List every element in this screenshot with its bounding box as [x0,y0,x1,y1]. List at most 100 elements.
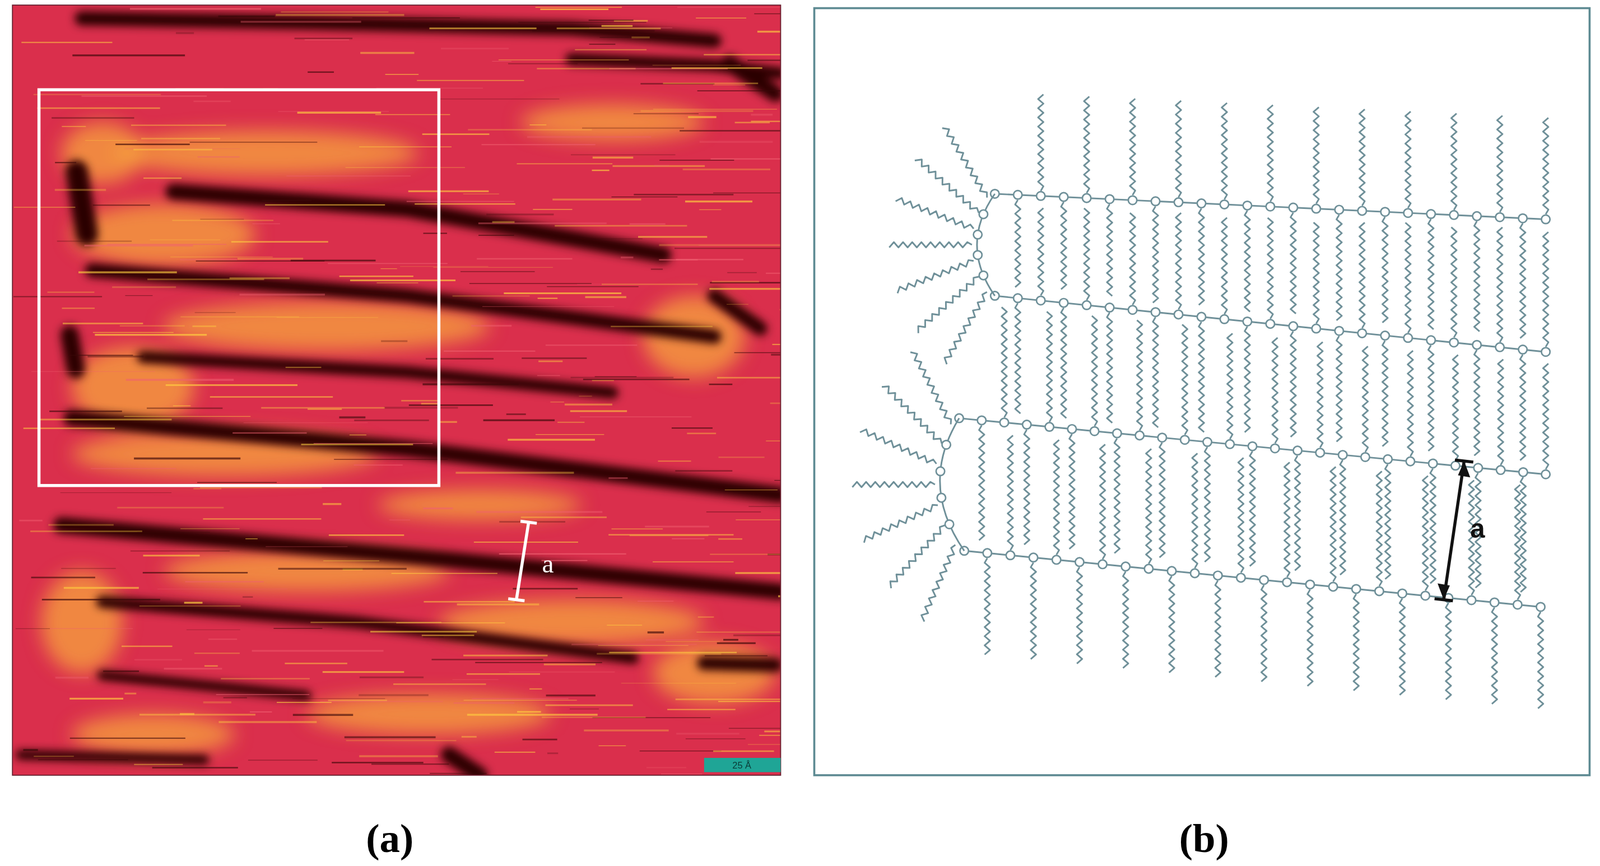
monomer-ring [1513,600,1522,609]
scan-streak [137,531,211,533]
scan-streak [652,561,734,563]
scan-streak [588,19,634,21]
alkyl-chain [863,504,938,543]
scan-streak [429,773,487,775]
scan-streak [461,736,477,738]
scan-streak [438,421,458,423]
monomer-ring [1496,465,1505,474]
scan-streak [276,701,332,704]
scan-streak [550,401,564,403]
scan-streak [307,408,342,410]
scan-streak [346,740,457,742]
monomer-ring [1151,197,1160,206]
alkyl-chain [1405,111,1411,208]
scan-streak [717,642,756,645]
monomer-ring [1426,336,1436,345]
backbone-line [964,550,1541,607]
scan-streak [718,456,765,458]
scan-streak [90,468,176,470]
scan-streak [354,419,429,422]
scan-streak [645,639,699,641]
monomer-ring [1167,566,1176,576]
monomer-ring [979,210,988,219]
scan-streak [735,121,770,124]
scan-streak [709,383,733,386]
monomer-ring [1059,298,1068,308]
bright-region [377,489,582,521]
scan-streak [69,698,124,700]
stm-frame [12,5,781,776]
monomer-ring [1292,446,1302,455]
monomer-ring [1157,433,1167,443]
scan-streak [509,671,616,673]
monomer-ring [1312,324,1321,333]
monomer-ring [1270,444,1279,453]
scan-streak [338,416,366,419]
scan-streak [759,735,781,737]
scan-streak [774,480,781,481]
scan-streak [463,654,548,657]
scan-streak [297,111,382,114]
monomer-ring [1518,214,1528,223]
monomer-ring [1357,206,1367,216]
alkyl-chain [1061,202,1067,290]
scan-streak [682,168,771,171]
dark-stripe [76,171,87,235]
scan-streak [310,621,442,623]
scan-streak [383,406,458,409]
panel-label: (a) [365,818,414,860]
scan-streak [208,638,237,640]
scan-streak [570,154,676,156]
scan-streak [47,291,95,293]
scan-streak [543,663,596,666]
scan-streak [440,47,509,50]
scan-streak [747,59,781,62]
alkyl-chain [1294,455,1300,571]
alkyl-chain [1473,350,1479,456]
measure-bar [520,521,537,524]
scan-streak [141,137,221,140]
scan-streak [585,296,627,299]
scan-streak [345,166,465,168]
scan-streak [354,464,403,466]
measure-line [516,522,529,600]
scan-streak [92,332,174,334]
alkyl-chain [1076,566,1082,664]
scan-streak [431,658,543,661]
alkyl-chain [1244,210,1250,312]
scan-streak [466,673,541,676]
scan-streak [535,434,604,435]
scan-streak [589,27,673,29]
scan-streak [81,95,207,97]
monomer-ring [1536,602,1545,612]
monomer-ring [1541,347,1550,357]
monomer-ring [1406,457,1415,466]
monomer-ring [1197,198,1206,208]
scan-streak [307,71,334,73]
monomer-ring [1248,442,1257,451]
scan-streak [545,704,633,707]
scan-streak [718,538,743,541]
scan-streak [629,223,666,226]
alkyl-chain [859,429,937,464]
alkyl-chain [1284,462,1290,578]
alkyl-chain [1385,464,1391,580]
alkyl-chain [1519,223,1525,339]
scan-streak [180,528,240,529]
alkyl-chain [1542,363,1548,469]
scan-streak [422,635,444,638]
side-chains [852,94,1548,709]
alkyl-chain [1159,442,1165,558]
backbones [936,189,1551,612]
scan-streak [243,422,369,423]
dark-stripe [91,270,715,337]
scan-streak [117,507,224,509]
alkyl-chain [1317,342,1323,448]
scan-streak [541,716,646,719]
scan-streak [546,694,596,697]
alkyl-chain [897,259,974,293]
monomer-ring [1490,598,1499,607]
monomer-ring [1421,591,1430,600]
scan-streak [194,652,240,654]
monomer-ring [1180,435,1189,445]
